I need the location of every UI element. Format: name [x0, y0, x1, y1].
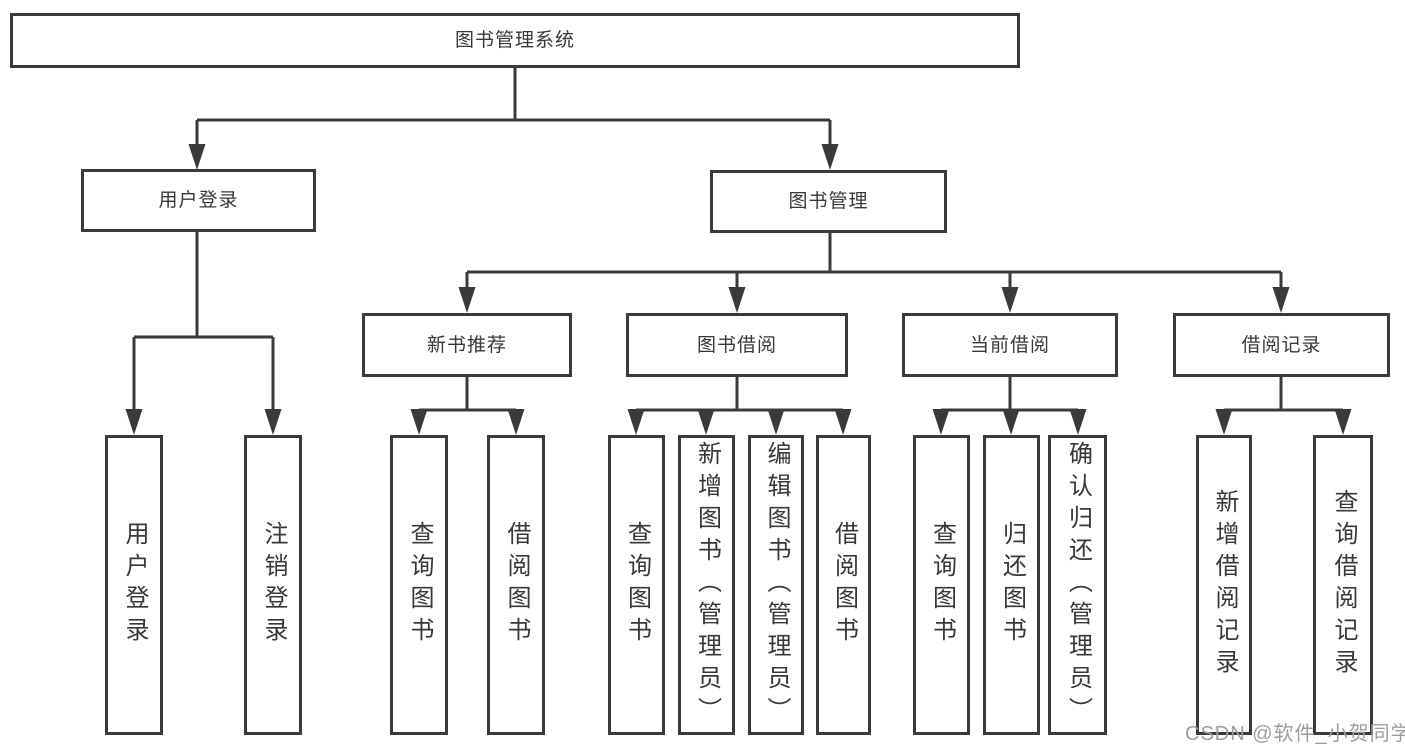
node-new-book-recommend: 新书推荐: [362, 313, 572, 377]
connector-borrow-record-branch: [1222, 377, 1345, 414]
connector-root-stem: [195, 68, 832, 146]
arrow-down-icon: [507, 409, 525, 435]
leaf-query-books-current: 查询图书: [913, 435, 970, 735]
arrow-down-icon: [767, 409, 785, 435]
arrow-down-icon: [188, 144, 206, 170]
arrow-down-icon: [697, 409, 715, 435]
arrow-down-icon: [1334, 409, 1352, 435]
arrow-down-icon: [834, 409, 852, 435]
connector-new-book-branch: [417, 377, 518, 414]
leaf-borrow-books-recommend: 借阅图书: [487, 435, 545, 735]
arrow-down-icon: [125, 409, 143, 435]
node-borrow-records: 借阅记录: [1173, 313, 1390, 377]
csdn-watermark: CSDN @软件_小贺同学: [1185, 723, 1405, 745]
arrow-down-icon: [1001, 287, 1019, 313]
node-current-borrow: 当前借阅: [902, 313, 1118, 377]
arrow-down-icon: [264, 409, 282, 435]
arrow-down-icon: [1215, 409, 1233, 435]
leaf-add-book-admin: 新增图书（管理员）: [678, 435, 735, 735]
node-book-management: 图书管理: [710, 170, 947, 233]
arrow-down-icon: [1069, 409, 1087, 435]
arrow-down-icon: [458, 287, 476, 313]
node-user-login: 用户登录: [81, 169, 316, 232]
leaf-return-books: 归还图书: [983, 435, 1040, 735]
connector-book-mgmt-branch: [465, 233, 1283, 289]
leaf-borrow-books: 借阅图书: [816, 435, 871, 735]
leaf-query-borrow-record: 查询借阅记录: [1313, 435, 1373, 735]
arrow-down-icon: [728, 287, 746, 313]
node-library-management-system: 图书管理系统: [10, 13, 1020, 68]
leaf-add-borrow-record: 新增借阅记录: [1196, 435, 1252, 735]
arrow-down-icon: [932, 409, 950, 435]
leaf-edit-book-admin: 编辑图书（管理员）: [748, 435, 804, 735]
connector-book-borrow-branch: [634, 377, 845, 414]
arrowheads: [125, 144, 1352, 435]
arrow-down-icon: [1002, 409, 1020, 435]
connector-user-login-branch: [132, 232, 275, 412]
arrow-down-icon: [627, 409, 645, 435]
node-book-borrow: 图书借阅: [626, 313, 848, 377]
leaf-user-login: 用户登录: [105, 435, 163, 735]
connector-current-borrow-branch: [939, 377, 1080, 414]
leaf-confirm-return-admin: 确认归还（管理员）: [1048, 435, 1107, 735]
arrow-down-icon: [1272, 287, 1290, 313]
arrow-down-icon: [410, 409, 428, 435]
leaf-query-books-borrow: 查询图书: [608, 435, 665, 735]
arrow-down-icon: [821, 144, 839, 170]
leaf-logout: 注销登录: [244, 435, 302, 735]
leaf-query-books-recommend: 查询图书: [390, 435, 448, 735]
